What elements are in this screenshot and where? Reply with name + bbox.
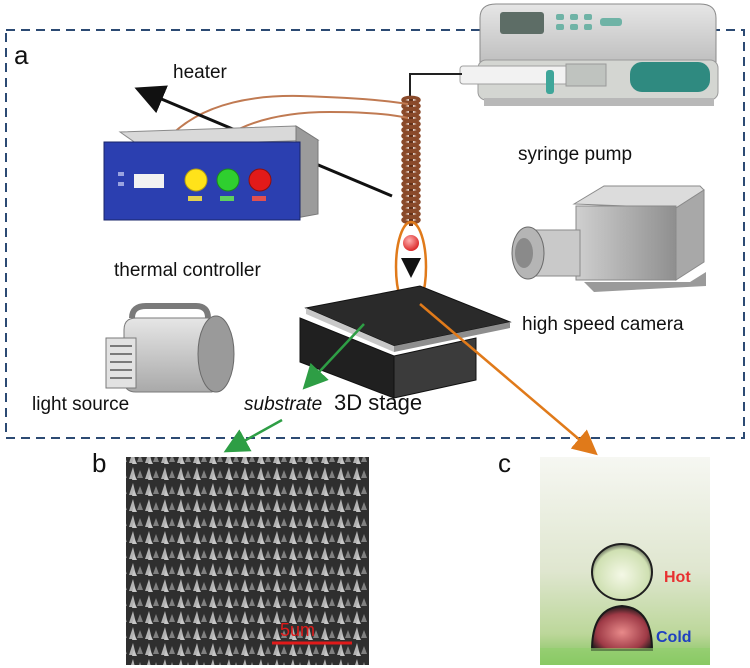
light-source-label: light source xyxy=(32,394,129,415)
stage-icon xyxy=(299,285,512,399)
camera-label: high speed camera xyxy=(522,314,684,335)
hot-droplet-icon xyxy=(403,235,419,251)
heater-label: heater xyxy=(173,62,228,83)
panel-label-c: c xyxy=(498,448,511,478)
hot-label: Hot xyxy=(664,569,691,586)
syringe-pump-icon xyxy=(459,3,719,106)
substrate-label: substrate xyxy=(244,394,322,415)
panel-label-b: b xyxy=(92,448,106,478)
light-source-icon xyxy=(105,303,235,393)
syringe-pump-label: syringe pump xyxy=(518,144,632,165)
camera-icon xyxy=(511,185,706,292)
thermal-controller-label: thermal controller xyxy=(114,260,261,281)
heater-coil-icon xyxy=(401,95,421,226)
panel-a-frame xyxy=(5,29,745,439)
scale-bar-label: 5um xyxy=(280,620,315,640)
cold-label: Cold xyxy=(656,629,692,646)
sem-image: 5um xyxy=(126,457,369,665)
droplet-contact-image: Hot Cold xyxy=(540,457,710,665)
thermal-controller-icon xyxy=(103,125,320,221)
stage-label: 3D stage xyxy=(334,390,422,415)
panel-label-a: a xyxy=(14,40,29,70)
